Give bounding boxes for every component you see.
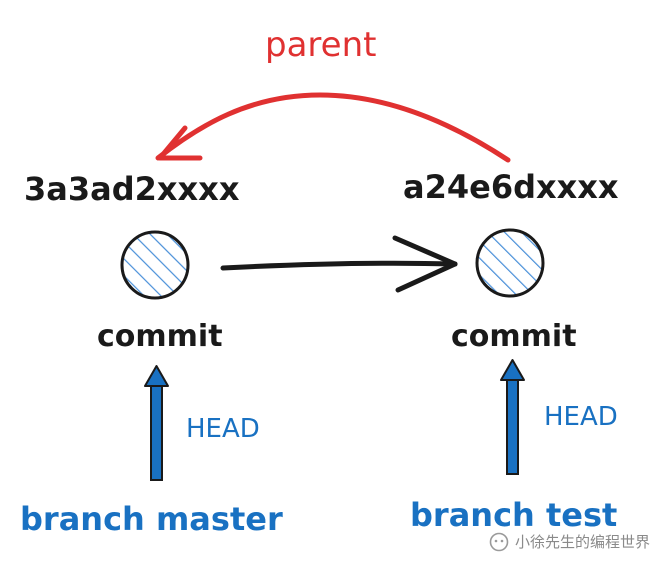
commit-hash-left: 3a3ad2xxxx [24, 170, 240, 208]
wechat-icon [489, 532, 509, 551]
head-label-left: HEAD [186, 414, 260, 444]
commit-arrow [220, 235, 458, 293]
parent-label: parent [265, 25, 376, 65]
head-arrow-left [144, 365, 169, 481]
commit-label-left: commit [97, 319, 223, 354]
commit-node-left [120, 230, 190, 300]
parent-arrow [155, 92, 511, 163]
commit-hash-right: a24e6dxxxx [403, 168, 619, 206]
commit-label-right: commit [451, 319, 577, 354]
branch-label-test: branch test [410, 496, 617, 534]
commit-node-right [475, 228, 545, 298]
branch-label-master: branch master [20, 500, 283, 538]
watermark-text: 小徐先生的编程世界 [514, 533, 650, 551]
head-label-right: HEAD [544, 402, 618, 432]
watermark: 小徐先生的编程世界 [489, 531, 650, 552]
head-arrow-right [500, 359, 525, 475]
